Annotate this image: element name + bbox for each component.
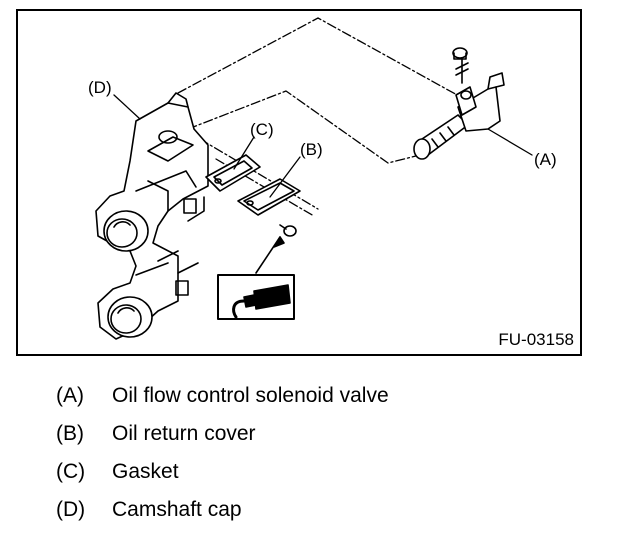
legend-label: Gasket	[112, 460, 179, 483]
solenoid-valve-part	[413, 47, 505, 160]
oil-return-cover-part	[237, 178, 301, 216]
legend-label: Camshaft cap	[112, 498, 242, 521]
exploded-view-drawing	[95, 17, 533, 340]
callout-a: (A)	[534, 150, 557, 169]
figure-id: FU-03158	[498, 330, 574, 349]
callout-b: (B)	[300, 140, 323, 159]
legend-label: Oil return cover	[112, 422, 256, 445]
legend-key: (D)	[56, 498, 86, 521]
legend-label: Oil flow control solenoid valve	[112, 384, 389, 407]
legend-key: (B)	[56, 422, 84, 445]
callout-c: (C)	[250, 120, 274, 139]
cover-bolt-part	[279, 224, 297, 237]
gasket-part	[205, 154, 261, 192]
legend-key: (C)	[56, 460, 86, 483]
callout-d: (D)	[88, 78, 112, 97]
exploded-view-figure: (D) (C) (B) (A) FU-03158	[16, 9, 582, 356]
legend-key: (A)	[56, 384, 84, 407]
leader-lines	[113, 94, 533, 198]
camshaft-cap-part	[95, 92, 209, 340]
sealant-bottle-icon	[217, 274, 295, 320]
